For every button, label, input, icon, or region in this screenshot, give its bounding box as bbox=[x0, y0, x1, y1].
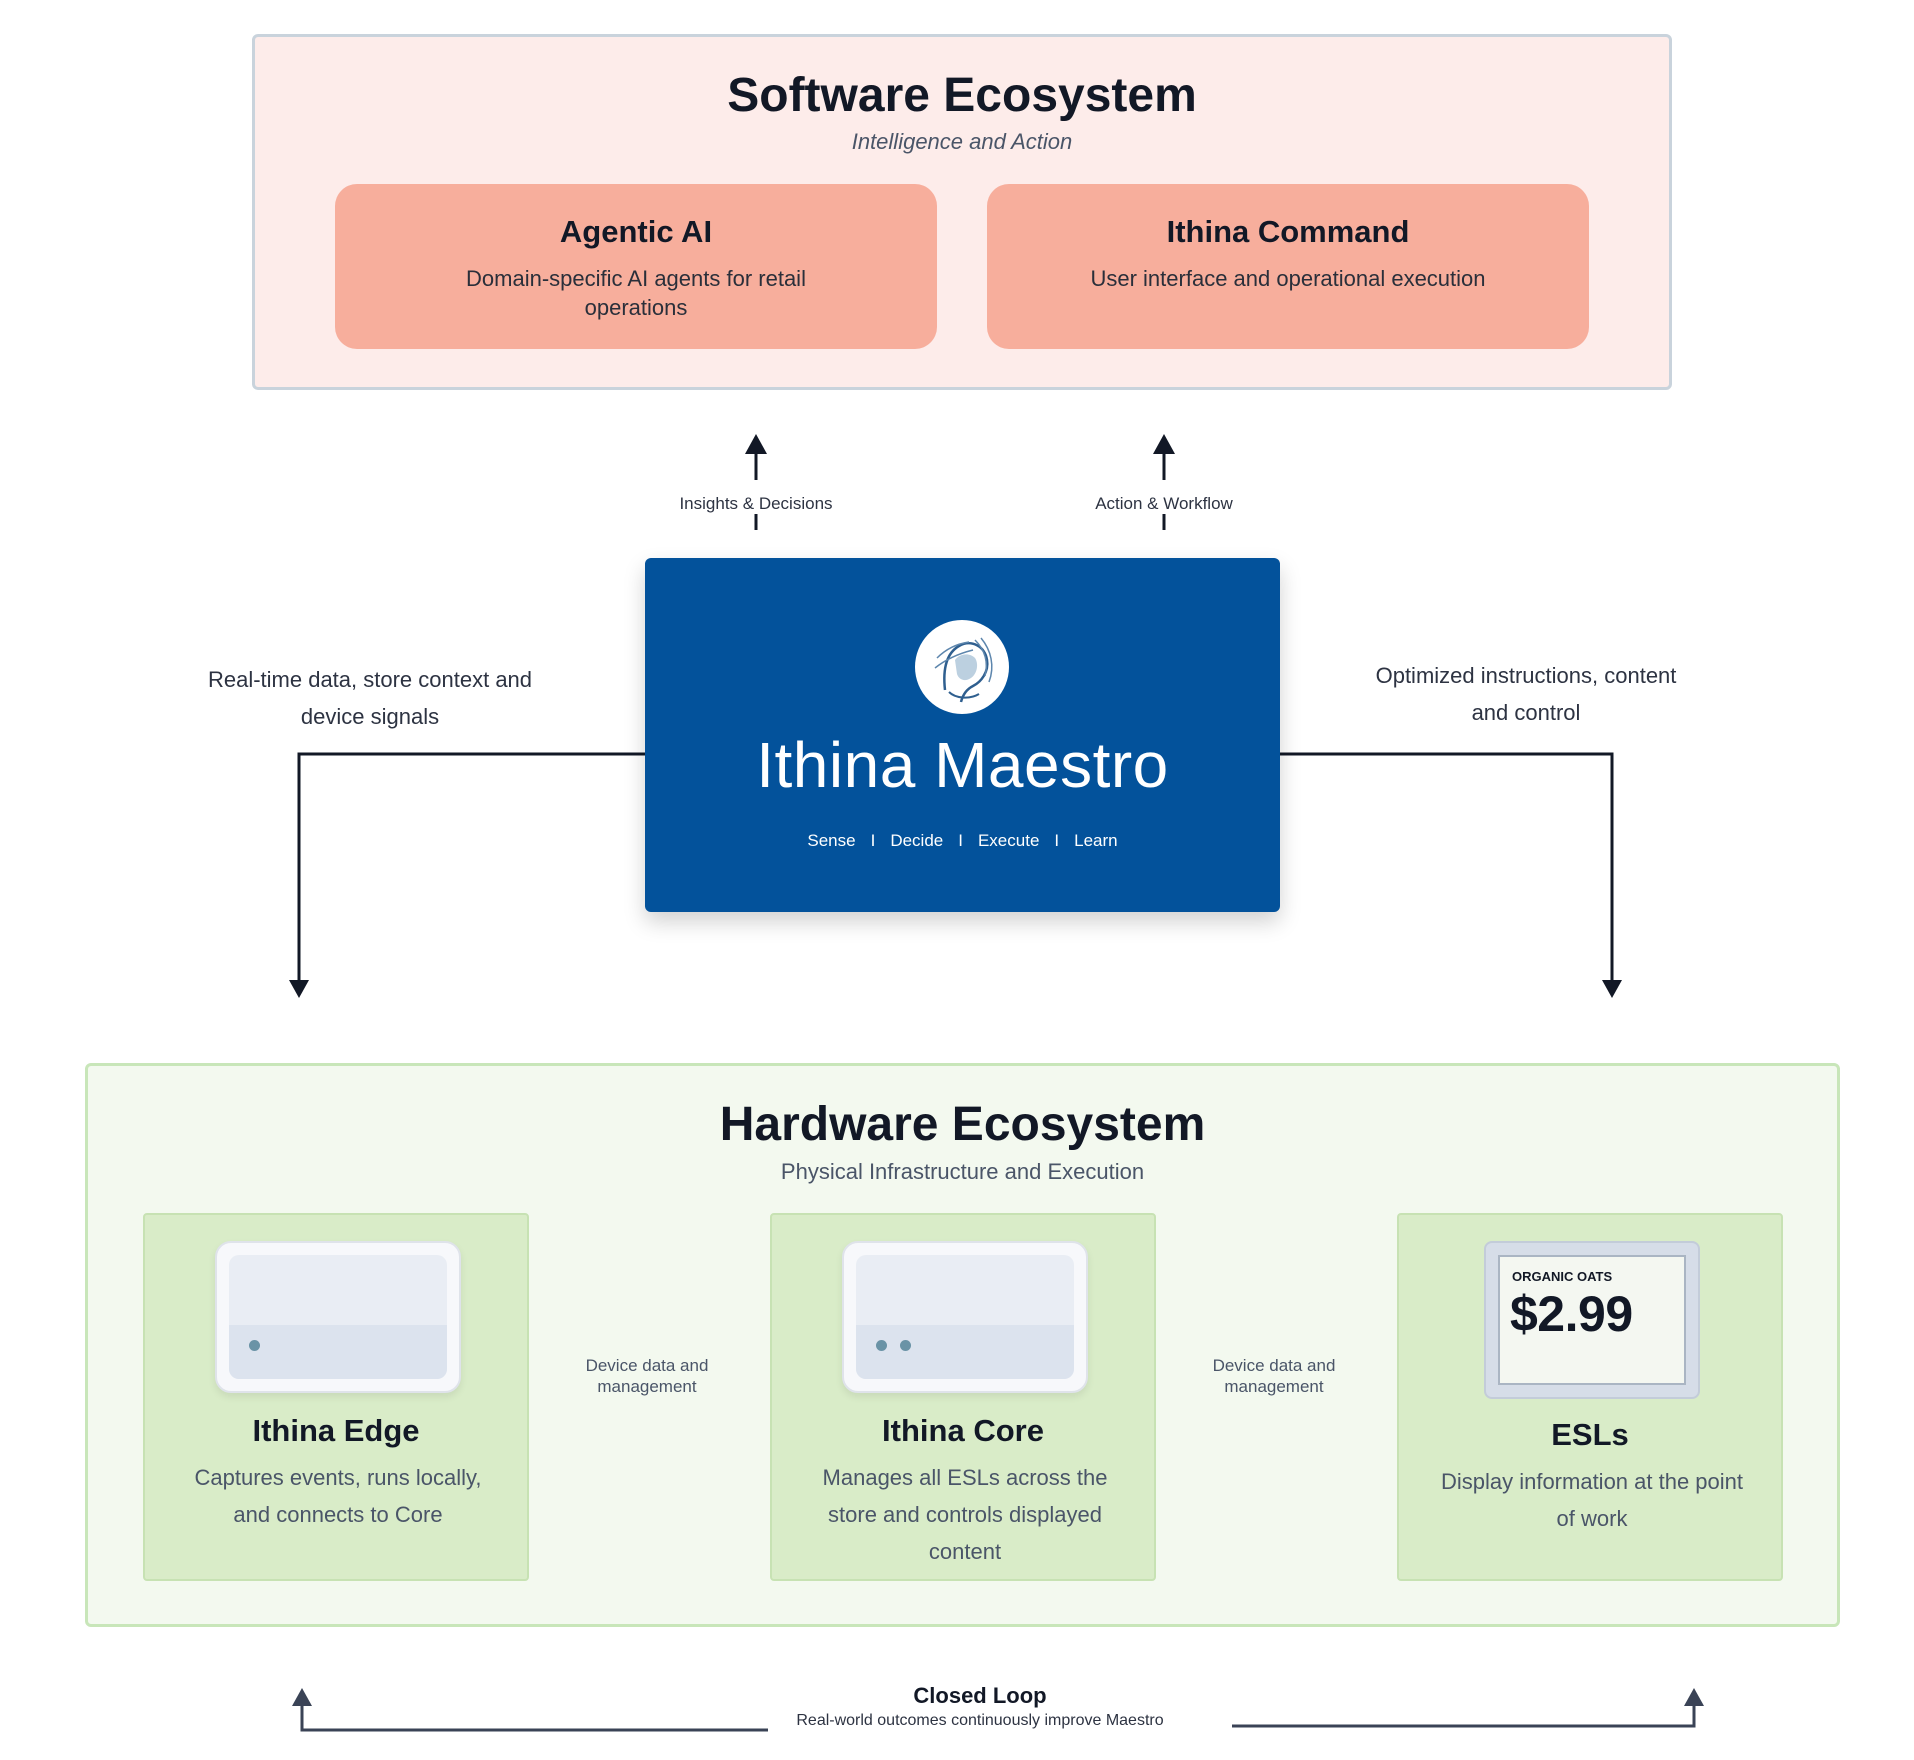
insights-arrow bbox=[745, 434, 767, 530]
hardware-ecosystem-title: Hardware Ecosystem bbox=[719, 1098, 1206, 1151]
maestro-steps: Sense I Decide I Execute I Learn bbox=[645, 831, 1280, 851]
action-arrow bbox=[1153, 434, 1175, 530]
optimized-instructions-line-2: and control bbox=[1471, 700, 1581, 725]
core-esl-link-label: Device data and management bbox=[1184, 1355, 1364, 1397]
hardware-ecosystem-subtitle: Physical Infrastructure and Execution bbox=[780, 1159, 1145, 1184]
optimized-instructions-line-1: Optimized instructions, content bbox=[1375, 663, 1677, 688]
ithina-edge-card: Ithina Edge Captures events, runs locall… bbox=[143, 1213, 529, 1581]
maestro-logo-icon bbox=[915, 620, 1009, 714]
esl-screen: ORGANIC OATS $2.99 bbox=[1498, 1255, 1686, 1385]
real-time-data-line-1: Real-time data, store context and bbox=[207, 667, 533, 692]
esl-item-name: ORGANIC OATS bbox=[1512, 1269, 1613, 1284]
step-separator: I bbox=[870, 831, 876, 850]
core-led-icon bbox=[876, 1340, 887, 1351]
core-esl-link-line-2: management bbox=[1224, 1377, 1324, 1396]
agentic-ai-title: Agentic AI bbox=[559, 214, 713, 249]
ithina-core-description: Manages all ESLs across the store and co… bbox=[822, 1465, 1108, 1564]
core-esl-link-line-1: Device data and bbox=[1212, 1356, 1336, 1375]
ithina-command-title: Ithina Command bbox=[1166, 214, 1410, 249]
step-sense: Sense bbox=[807, 831, 856, 850]
step-learn: Learn bbox=[1074, 831, 1118, 850]
edge-core-link-label: Device data and management bbox=[557, 1355, 737, 1397]
optimized-instructions-label: Optimized instructions, content and cont… bbox=[1316, 657, 1736, 731]
esls-card: ORGANIC OATS $2.99 ESLs Display informat… bbox=[1397, 1213, 1783, 1581]
ithina-edge-title: Ithina Edge bbox=[252, 1413, 420, 1448]
edge-device-icon bbox=[215, 1241, 461, 1393]
step-execute: Execute bbox=[977, 831, 1040, 850]
closed-loop-subtitle: Real-world outcomes continuously improve… bbox=[796, 1712, 1164, 1729]
real-time-data-label: Real-time data, store context and device… bbox=[160, 661, 580, 735]
esls-title: ESLs bbox=[1551, 1417, 1629, 1452]
ithina-edge-description: Captures events, runs locally, and conne… bbox=[194, 1465, 482, 1527]
left-signal-arrow bbox=[289, 752, 645, 998]
core-device-icon bbox=[842, 1241, 1088, 1393]
ithina-maestro-panel bbox=[645, 558, 1280, 912]
ithina-command-card: Ithina Command User interface and operat… bbox=[987, 184, 1589, 349]
right-control-arrow bbox=[1280, 752, 1622, 998]
edge-led-icon bbox=[249, 1340, 260, 1351]
real-time-data-line-2: device signals bbox=[300, 704, 440, 729]
action-workflow-label: Action & Workflow bbox=[1064, 494, 1264, 514]
agentic-ai-card: Agentic AI Domain-specific AI agents for… bbox=[335, 184, 937, 349]
step-separator: I bbox=[958, 831, 963, 850]
insights-decisions-label: Insights & Decisions bbox=[646, 494, 866, 514]
edge-core-link-line-2: management bbox=[597, 1377, 697, 1396]
step-separator: I bbox=[1054, 831, 1060, 850]
esls-description: Display information at the point of work bbox=[1440, 1469, 1744, 1531]
closed-loop-arrow bbox=[292, 1688, 1704, 1732]
ithina-core-title: Ithina Core bbox=[882, 1413, 1044, 1448]
step-decide: Decide bbox=[890, 831, 944, 850]
ithina-core-card: Ithina Core Manages all ESLs across the … bbox=[770, 1213, 1156, 1581]
closed-loop-title: Closed Loop bbox=[913, 1683, 1047, 1708]
core-led-icon bbox=[900, 1340, 911, 1351]
edge-core-link-line-1: Device data and bbox=[585, 1356, 709, 1375]
ithina-maestro-title: Ithina Maestro bbox=[756, 729, 1169, 801]
esl-price: $2.99 bbox=[1510, 1286, 1633, 1342]
ithina-command-description: User interface and operational execution bbox=[1090, 266, 1486, 291]
software-ecosystem-subtitle: Intelligence and Action bbox=[851, 129, 1073, 154]
agentic-ai-description: Domain-specific AI agents for retail ope… bbox=[466, 266, 806, 320]
software-ecosystem-title: Software Ecosystem bbox=[727, 69, 1197, 122]
esl-device-icon: ORGANIC OATS $2.99 bbox=[1484, 1241, 1700, 1399]
